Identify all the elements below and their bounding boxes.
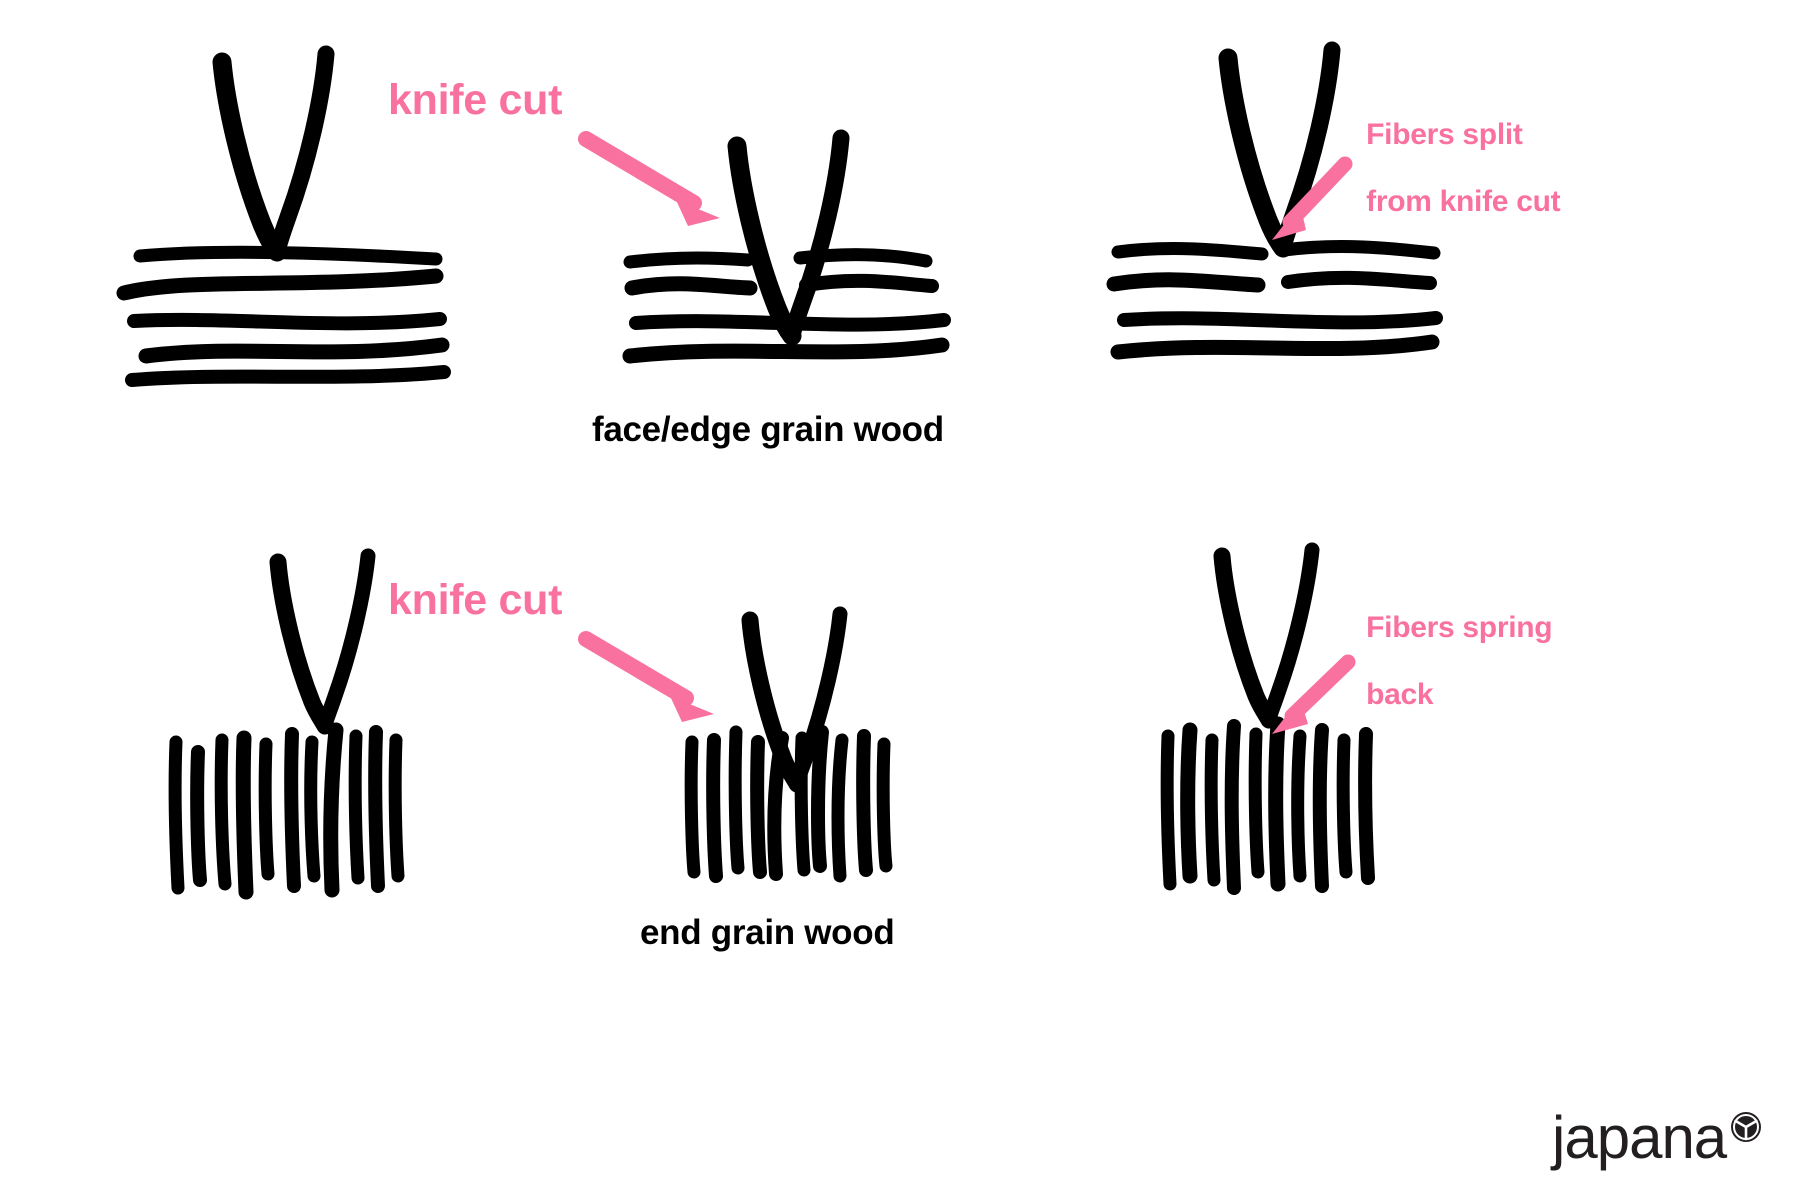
panel-face-before-cut xyxy=(116,54,451,387)
knife-icon xyxy=(278,556,368,726)
panel-face-after-cut xyxy=(1106,50,1443,360)
caption-face-edge-grain-wood: face/edge grain wood xyxy=(592,410,944,449)
knife-icon xyxy=(1222,550,1312,720)
fibers-split-line-2: from knife cut xyxy=(1366,184,1561,218)
knife-icon xyxy=(737,138,841,336)
fibers-spring-back-label: Fibers spring back xyxy=(1334,577,1552,745)
panel-end-after-cut xyxy=(1160,550,1375,895)
knife-icon xyxy=(222,54,326,252)
fibers-spring-line-2: back xyxy=(1366,677,1434,711)
grain-lines-horizontal-split xyxy=(1106,240,1443,360)
arrow-fibers-spring-back xyxy=(1272,654,1356,734)
grain-lines-horizontal xyxy=(116,245,451,387)
fibers-split-line-1: Fibers split xyxy=(1366,117,1523,151)
arrow-fibers-split xyxy=(1272,156,1353,240)
arrow-knife-cut-bottom xyxy=(578,631,714,722)
caption-end-grain-wood: end grain wood xyxy=(640,913,895,952)
knife-cut-label-top: knife cut xyxy=(388,76,563,124)
knife-icon xyxy=(1228,50,1332,248)
brand-wordmark: japana xyxy=(1552,1104,1727,1171)
grain-fibers-vertical-cut xyxy=(684,725,893,883)
panel-face-during-cut xyxy=(622,138,951,364)
grain-lines-horizontal-cut xyxy=(622,248,951,364)
japana-mon-icon xyxy=(1731,1112,1762,1142)
panel-end-before-cut xyxy=(168,556,405,900)
arrow-knife-cut-top xyxy=(578,131,720,226)
fibers-split-label: Fibers split from knife cut xyxy=(1334,84,1560,252)
grain-fibers-vertical xyxy=(168,722,405,900)
fibers-spring-line-1: Fibers spring xyxy=(1366,610,1553,644)
panel-end-during-cut xyxy=(684,614,893,883)
knife-cut-label-bottom: knife cut xyxy=(388,576,563,624)
brand-logo: japana xyxy=(1552,1108,1763,1168)
grain-fibers-vertical-spring xyxy=(1160,716,1375,895)
